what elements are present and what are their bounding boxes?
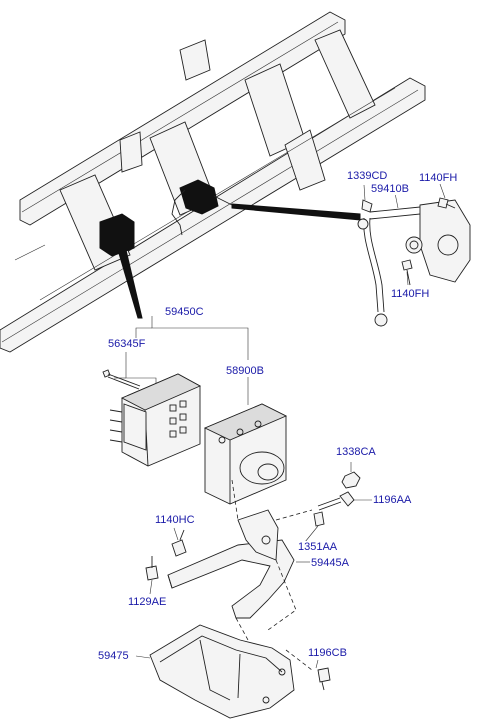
screw-56345f	[102, 369, 141, 390]
leader-1140fh-bot	[406, 271, 409, 286]
skid-plate-59475	[149, 624, 295, 719]
height-sensor-assembly	[357, 197, 471, 327]
leader-wedge-abs	[117, 249, 143, 319]
label-1351aa: 1351AA	[297, 541, 339, 553]
abs-unit-on-frame	[99, 179, 233, 257]
label-59450c: 59450C	[164, 306, 205, 318]
label-1140fh-bottom: 1140FH	[390, 288, 431, 300]
leader-59410b	[394, 192, 399, 209]
label-1140fh-top: 1140FH	[418, 172, 459, 184]
leader-1339cd	[363, 184, 366, 201]
label-59410b: 59410B	[370, 183, 410, 195]
label-58900b: 58900B	[225, 365, 265, 377]
label-1196cb: 1196CB	[307, 647, 348, 659]
bracket-59445a	[167, 509, 295, 619]
ecu-module	[109, 373, 202, 467]
label-56345f: 56345F	[107, 338, 147, 350]
label-1338ca: 1338CA	[335, 446, 377, 458]
fasteners	[135, 462, 372, 691]
assembly-dashes	[231, 479, 313, 671]
label-59445a: 59445A	[310, 557, 350, 569]
label-1140hc: 1140HC	[154, 514, 196, 526]
label-1196aa: 1196AA	[372, 494, 413, 506]
label-1129ae: 1129AE	[127, 596, 168, 608]
modulator-58900b	[203, 403, 288, 505]
chassis-frame	[0, 11, 426, 353]
label-59475: 59475	[97, 650, 130, 662]
label-1339cd: 1339CD	[346, 170, 389, 182]
leader-wedge-sensor	[231, 203, 361, 221]
leader-1140fh-top	[439, 183, 446, 199]
